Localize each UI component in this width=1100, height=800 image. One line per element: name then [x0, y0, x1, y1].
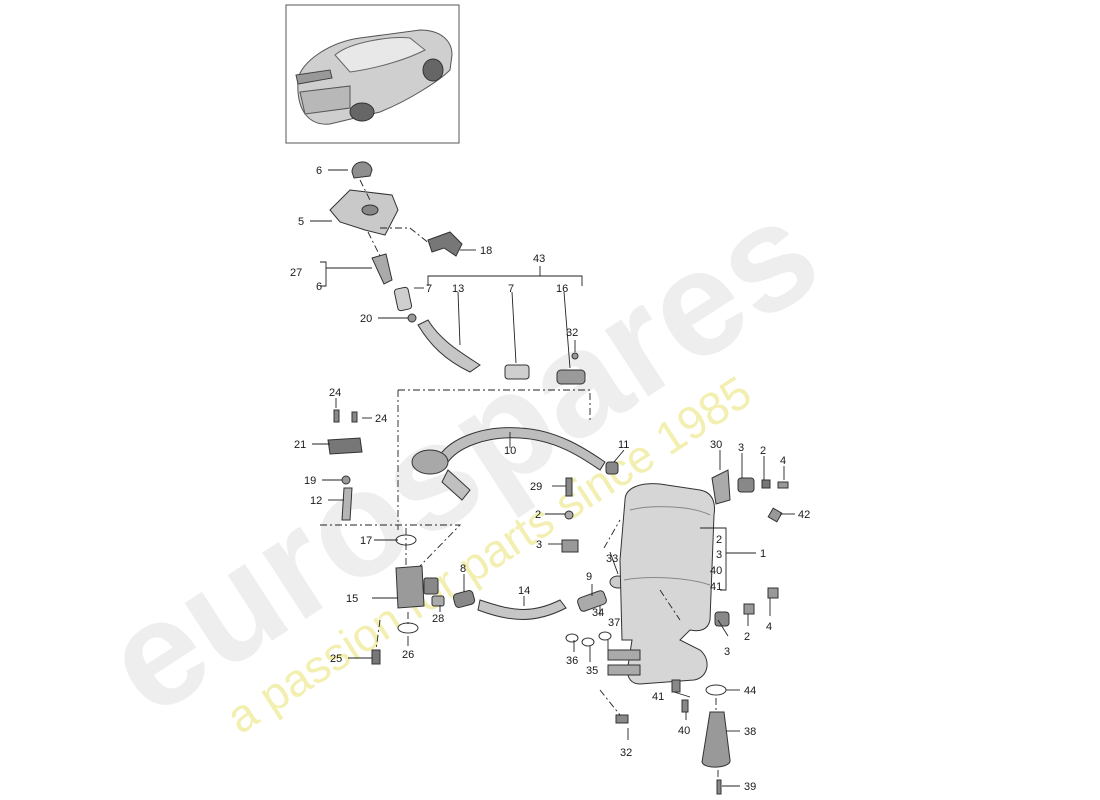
callout-36: 36	[566, 655, 578, 667]
callout-34: 34	[592, 607, 604, 619]
callout-3d: 3	[724, 646, 730, 658]
watermark: eurospares a passion for parts since 198…	[76, 165, 846, 746]
callout-15: 15	[346, 593, 358, 605]
callout-16: 16	[556, 283, 568, 295]
callout-29: 29	[530, 481, 542, 493]
part-cap	[351, 161, 373, 179]
part-fuel-tank	[619, 483, 715, 685]
callout-26: 26	[402, 649, 414, 661]
callout-13: 13	[452, 283, 464, 295]
callout-2b: 2	[760, 445, 766, 457]
callout-labels: 6 5 18 27 6 7 43 13 7 16 32 20 24 24 21 …	[290, 165, 810, 793]
callout-1: 1	[760, 548, 766, 560]
vehicle-thumbnail	[285, 4, 460, 144]
callout-27: 27	[290, 267, 302, 279]
callout-21: 21	[294, 439, 306, 451]
callout-44: 44	[744, 685, 756, 697]
callout-37: 37	[608, 617, 620, 629]
callout-14: 14	[518, 585, 530, 597]
callout-25: 25	[330, 653, 342, 665]
callout-7a: 7	[426, 283, 432, 295]
part-main-hose	[477, 599, 567, 620]
callout-12: 12	[310, 495, 322, 507]
part-hose-short	[393, 286, 413, 312]
callout-9: 9	[586, 571, 592, 583]
callout-3b: 3	[738, 442, 744, 454]
callout-6: 6	[316, 165, 322, 177]
part-sender-unit	[701, 711, 731, 768]
part-sensor	[327, 437, 363, 455]
callout-41a: 41	[710, 581, 722, 593]
callout-24a: 24	[329, 387, 341, 399]
callout-35: 35	[586, 665, 598, 677]
callout-42: 42	[798, 509, 810, 521]
part-clip	[427, 231, 463, 257]
callout-32b: 32	[620, 747, 632, 759]
callout-8: 8	[460, 563, 466, 575]
callout-43: 43	[533, 253, 545, 265]
part-filler-neck	[371, 253, 393, 285]
callout-38: 38	[744, 726, 756, 738]
callout-10: 10	[504, 445, 516, 457]
watermark-brand: eurospares	[76, 165, 846, 746]
callout-41b: 41	[652, 691, 664, 703]
callout-18: 18	[480, 245, 492, 257]
callout-39: 39	[744, 781, 756, 793]
car-rear-view-icon	[295, 29, 453, 125]
callout-33: 33	[606, 553, 618, 565]
callout-4a: 4	[780, 455, 786, 467]
callout-3c: 3	[716, 549, 722, 561]
callout-7b: 7	[508, 283, 514, 295]
callout-19: 19	[304, 475, 316, 487]
part-valve	[395, 565, 425, 609]
part-connector	[556, 369, 586, 385]
callout-11: 11	[618, 439, 629, 451]
callout-20: 20	[360, 313, 372, 325]
callout-2a: 2	[535, 509, 541, 521]
callout-6b: 6	[316, 281, 322, 293]
leader-lines	[310, 169, 795, 787]
callout-17: 17	[360, 535, 372, 547]
callout-32a: 32	[566, 327, 578, 339]
callout-5: 5	[298, 216, 304, 228]
callout-40b: 40	[678, 725, 690, 737]
parts	[327, 161, 789, 795]
callout-40a: 40	[710, 565, 722, 577]
callout-4b: 4	[766, 621, 772, 633]
part-vent-line	[439, 427, 606, 471]
part-hose-middle	[504, 364, 530, 380]
callout-3a: 3	[536, 539, 542, 551]
callout-24b: 24	[375, 413, 387, 425]
callout-2c: 2	[716, 534, 722, 546]
callout-2d: 2	[744, 631, 750, 643]
part-canister	[411, 449, 449, 475]
part-bent-hose	[417, 319, 481, 373]
callout-28: 28	[432, 613, 444, 625]
callout-30: 30	[710, 439, 722, 451]
